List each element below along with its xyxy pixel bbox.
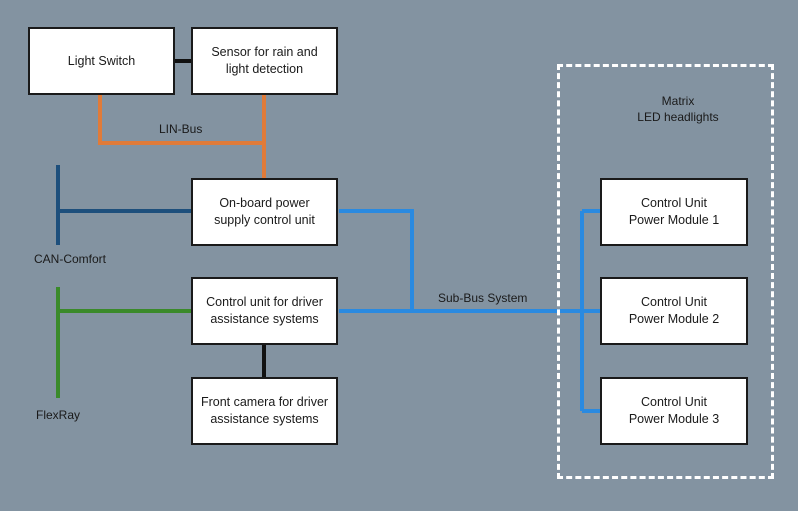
power-supply-control-unit-box: On-board power supply control unit xyxy=(191,178,338,246)
sub-bus-lines xyxy=(339,209,601,413)
matrix-led-headlights-region xyxy=(557,64,774,479)
sub-bus-system-label: Sub-Bus System xyxy=(438,291,528,305)
flexray-lines xyxy=(56,287,191,398)
can-comfort-lines xyxy=(56,165,191,245)
power-module-2-box: Control Unit Power Module 2 xyxy=(600,277,748,345)
lin-bus-label: LIN-Bus xyxy=(159,122,203,136)
direct-links xyxy=(173,59,266,377)
rain-light-sensor-box: Sensor for rain and light detection xyxy=(191,27,338,95)
flexray-label: FlexRay xyxy=(36,408,81,422)
light-switch-box: Light Switch xyxy=(28,27,175,95)
power-module-3-box: Control Unit Power Module 3 xyxy=(600,377,748,445)
lin-bus-lines xyxy=(98,95,266,179)
power-module-1-box: Control Unit Power Module 1 xyxy=(600,178,748,246)
can-comfort-label: CAN-Comfort xyxy=(34,252,107,266)
driver-assistance-control-unit-box: Control unit for driver assistance syste… xyxy=(191,277,338,345)
front-camera-box: Front camera for driver assistance syste… xyxy=(191,377,338,445)
matrix-led-headlights-label: Matrix LED headlights xyxy=(637,94,719,124)
